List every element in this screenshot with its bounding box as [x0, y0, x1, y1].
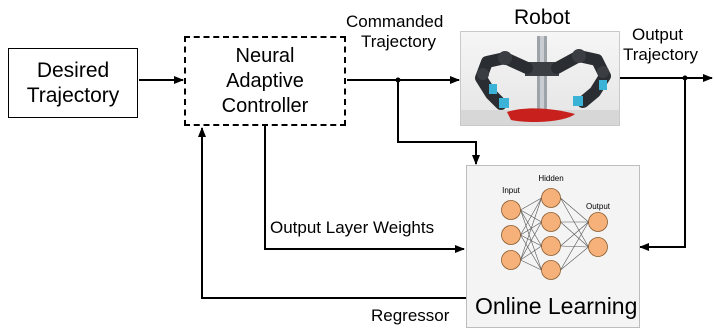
network-edge — [560, 246, 589, 271]
output-layer-label: Output — [586, 202, 611, 211]
neural-network-figure: Input Hidden Output — [501, 174, 611, 280]
output-layer-weights-label: Output Layer Weights — [270, 218, 435, 237]
commanded-trajectory-label: Commanded Trajectory — [346, 12, 443, 52]
network-edge — [520, 221, 542, 261]
network-edge — [520, 209, 542, 271]
robot-photo — [460, 31, 620, 126]
robot-title: Robot — [514, 6, 571, 29]
commanded-label-line2: Trajectory — [361, 32, 436, 51]
desired-trajectory-block: Desired Trajectory — [8, 48, 138, 118]
desired-label-line1: Desired — [36, 59, 110, 82]
output-node — [588, 212, 608, 232]
controller-label-line2: Adaptive — [226, 69, 304, 92]
network-edge — [520, 197, 542, 261]
network-edge — [520, 209, 542, 247]
network-edge — [560, 221, 589, 247]
network-edge — [560, 221, 589, 271]
network-edge — [560, 221, 589, 248]
arrow-commanded-to-learning — [397, 80, 480, 165]
output-trajectory-label: Output Trajectory — [623, 25, 698, 65]
network-edge — [520, 197, 542, 236]
network-edge — [520, 259, 542, 271]
commanded-label-line1: Commanded — [346, 12, 444, 31]
controller-label-line1: Neural — [235, 44, 295, 67]
online-learning-block: Input Hidden Output Online Learning — [466, 165, 640, 328]
hidden-node — [541, 188, 561, 208]
junction-output — [682, 75, 688, 81]
output-label-line2: Trajectory — [623, 45, 698, 64]
junction-commanded — [395, 77, 401, 83]
network-edge — [560, 197, 589, 223]
hidden-node — [541, 212, 561, 232]
arrow-weights — [264, 126, 465, 253]
desired-label-line2: Trajectory — [26, 84, 120, 107]
network-edge — [520, 245, 542, 261]
output-node — [588, 237, 608, 257]
network-edge — [560, 197, 589, 248]
hidden-node — [541, 236, 561, 256]
online-learning-label: Online Learning — [475, 293, 638, 319]
input-node — [501, 250, 521, 270]
neural-adaptive-controller-block: Neural Adaptive Controller — [184, 36, 346, 126]
hidden-node — [541, 260, 561, 280]
network-edge — [520, 197, 542, 211]
input-layer-label: Input — [502, 186, 521, 195]
regressor-label: Regressor — [371, 306, 450, 325]
input-node — [501, 200, 521, 220]
input-node — [501, 225, 521, 245]
arrow-output-to-learning — [639, 78, 686, 251]
controller-label-line3: Controller — [221, 94, 309, 117]
network-edge — [520, 234, 542, 271]
arrow-regressor — [198, 127, 466, 299]
robot-illustration — [461, 36, 619, 125]
output-label-line1: Output — [632, 25, 684, 44]
hidden-layer-label: Hidden — [538, 174, 563, 183]
